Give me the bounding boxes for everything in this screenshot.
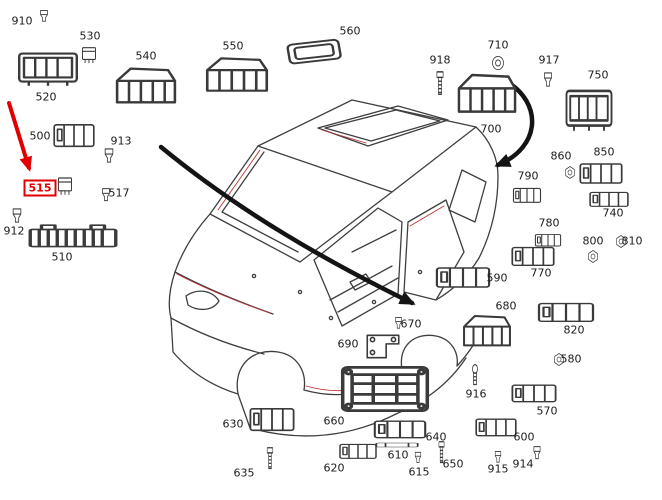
- part-label-610[interactable]: 610: [387, 448, 409, 462]
- part-label-913[interactable]: 913: [110, 134, 132, 148]
- part-label-520[interactable]: 520: [35, 90, 57, 104]
- part-label-912[interactable]: 912: [3, 224, 25, 238]
- module-icon-part-640[interactable]: [372, 416, 428, 442]
- bolt-icon-part-635[interactable]: [262, 446, 278, 472]
- stud-icon-part-916[interactable]: [465, 362, 485, 388]
- part-label-570[interactable]: 570: [536, 404, 558, 418]
- clip-icon-part-915[interactable]: [490, 449, 506, 467]
- part-label-917[interactable]: 917: [538, 53, 560, 67]
- nut-icon-part-580[interactable]: [551, 352, 567, 367]
- part-label-790[interactable]: 790: [517, 169, 539, 183]
- part-label-635[interactable]: 635: [233, 466, 255, 480]
- part-label-810[interactable]: 810: [621, 234, 643, 248]
- ladder-icon-part-660[interactable]: [338, 362, 432, 416]
- module-icon-part-630[interactable]: [248, 402, 296, 436]
- panel-icon-part-560[interactable]: [282, 32, 346, 70]
- box-icon-part-700[interactable]: [454, 70, 520, 120]
- nut-icon-part-800[interactable]: [585, 249, 601, 264]
- module-icon-part-850[interactable]: [578, 158, 624, 188]
- module-icon-part-620[interactable]: [338, 440, 378, 462]
- module-icon-part-770[interactable]: [510, 242, 556, 270]
- part-label-560[interactable]: 560: [339, 24, 361, 38]
- module-icon-part-570[interactable]: [510, 380, 558, 406]
- part-label-640[interactable]: 640: [425, 430, 447, 444]
- module-icon-part-500[interactable]: [52, 118, 96, 152]
- grommet-icon-part-710[interactable]: [488, 54, 508, 72]
- part-label-820[interactable]: 820: [563, 323, 585, 337]
- part-label-800[interactable]: 800: [582, 234, 604, 248]
- box-icon-part-680[interactable]: [460, 312, 514, 352]
- clip-icon-part-917[interactable]: [538, 70, 558, 92]
- ecu-icon-part-750[interactable]: [564, 84, 614, 136]
- part-label-916[interactable]: 916: [465, 387, 487, 401]
- clip-icon-part-517[interactable]: [96, 186, 116, 206]
- part-label-517[interactable]: 517: [108, 186, 130, 200]
- part-label-615[interactable]: 615: [408, 465, 430, 479]
- plate-icon-part-610[interactable]: [374, 440, 420, 450]
- clip-icon-part-912[interactable]: [6, 206, 28, 228]
- clip-icon-part-913[interactable]: [98, 146, 120, 168]
- part-label-600[interactable]: 600: [513, 430, 535, 444]
- pointer-arrow-rear: [494, 78, 535, 168]
- part-label-660[interactable]: 660: [323, 414, 345, 428]
- part-label-530[interactable]: 530: [79, 29, 101, 43]
- part-label-770[interactable]: 770: [530, 266, 552, 280]
- part-label-910[interactable]: 910: [11, 14, 33, 28]
- part-label-860[interactable]: 860: [550, 149, 572, 163]
- part-label-710[interactable]: 710: [487, 38, 509, 52]
- part-label-670[interactable]: 670: [400, 317, 422, 331]
- part-label-680[interactable]: 680: [495, 299, 517, 313]
- part-label-700[interactable]: 700: [480, 122, 502, 136]
- box-icon-part-540[interactable]: [112, 64, 180, 110]
- box-icon-part-550[interactable]: [202, 54, 272, 98]
- module-icon-part-790[interactable]: [512, 184, 542, 206]
- part-label-590[interactable]: 590: [486, 271, 508, 285]
- part-label-918[interactable]: 918: [429, 53, 451, 67]
- pointer-arrow-main: [158, 144, 416, 306]
- module-icon-part-820[interactable]: [536, 298, 596, 326]
- relay-icon-part-515[interactable]: [52, 174, 78, 198]
- part-label-914[interactable]: 914: [512, 457, 534, 471]
- bracket-icon-part-690[interactable]: [362, 330, 404, 362]
- clip-icon-part-910[interactable]: [34, 8, 54, 26]
- part-label-915[interactable]: 915: [487, 462, 509, 476]
- part-label-650[interactable]: 650: [442, 457, 464, 471]
- module-icon-part-740[interactable]: [588, 188, 630, 210]
- part-label-630[interactable]: 630: [222, 417, 244, 431]
- clip-icon-part-914[interactable]: [528, 444, 546, 464]
- part-label-740[interactable]: 740: [602, 206, 624, 220]
- part-label-850[interactable]: 850: [593, 145, 615, 159]
- relay-icon-part-530[interactable]: [76, 44, 102, 66]
- nut-icon-part-860[interactable]: [562, 165, 578, 180]
- part-label-515[interactable]: 515: [23, 179, 57, 197]
- module-icon-part-590[interactable]: [434, 262, 492, 292]
- part-label-500[interactable]: 500: [29, 129, 51, 143]
- part-label-550[interactable]: 550: [222, 39, 244, 53]
- nut-icon-part-810[interactable]: [613, 234, 629, 249]
- bolt-icon-part-650[interactable]: [434, 440, 449, 466]
- module-icon-part-600[interactable]: [474, 414, 518, 440]
- ecu-icon-part-520[interactable]: [16, 48, 80, 90]
- module-icon-part-780[interactable]: [534, 231, 562, 249]
- part-label-780[interactable]: 780: [538, 216, 560, 230]
- clip-icon-part-670[interactable]: [390, 315, 407, 333]
- part-label-750[interactable]: 750: [587, 68, 609, 82]
- bolt-icon-part-918[interactable]: [431, 70, 449, 98]
- part-label-510[interactable]: 510: [51, 250, 73, 264]
- part-label-620[interactable]: 620: [323, 461, 345, 475]
- ecufins-icon-part-510[interactable]: [28, 222, 118, 254]
- part-label-580[interactable]: 580: [560, 352, 582, 366]
- highlight-arrow-515: [7, 101, 32, 172]
- part-label-540[interactable]: 540: [135, 49, 157, 63]
- part-label-690[interactable]: 690: [337, 337, 359, 351]
- clip-icon-part-615[interactable]: [410, 450, 426, 467]
